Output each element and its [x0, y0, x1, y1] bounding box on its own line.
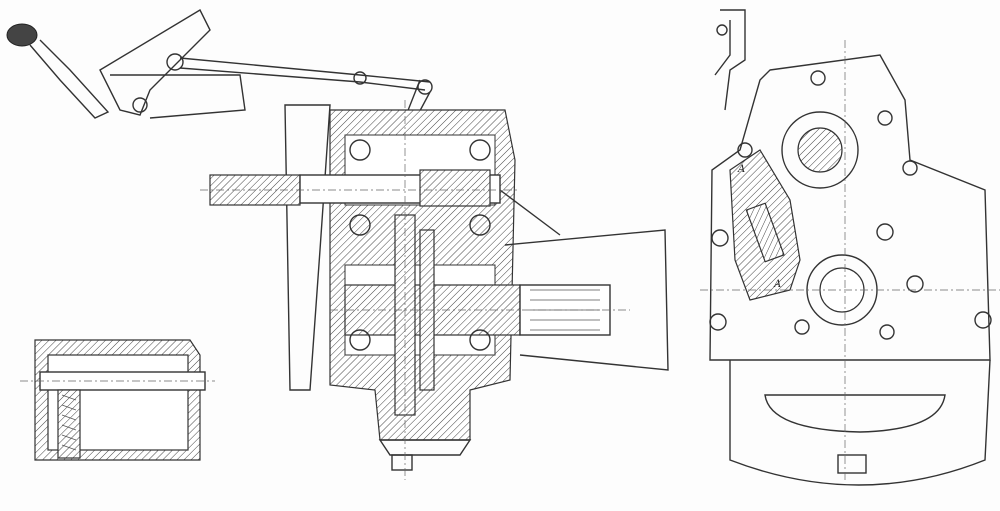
detail-view-shift-rail — [20, 339, 215, 461]
section-label-a-upper: A — [737, 164, 745, 175]
section-label-a-lower: A — [773, 279, 781, 290]
gearbox-longitudinal-section — [200, 100, 669, 480]
shift-lever-linkage — [6, 9, 433, 121]
gearbox-end-view: A A — [700, 9, 1000, 486]
